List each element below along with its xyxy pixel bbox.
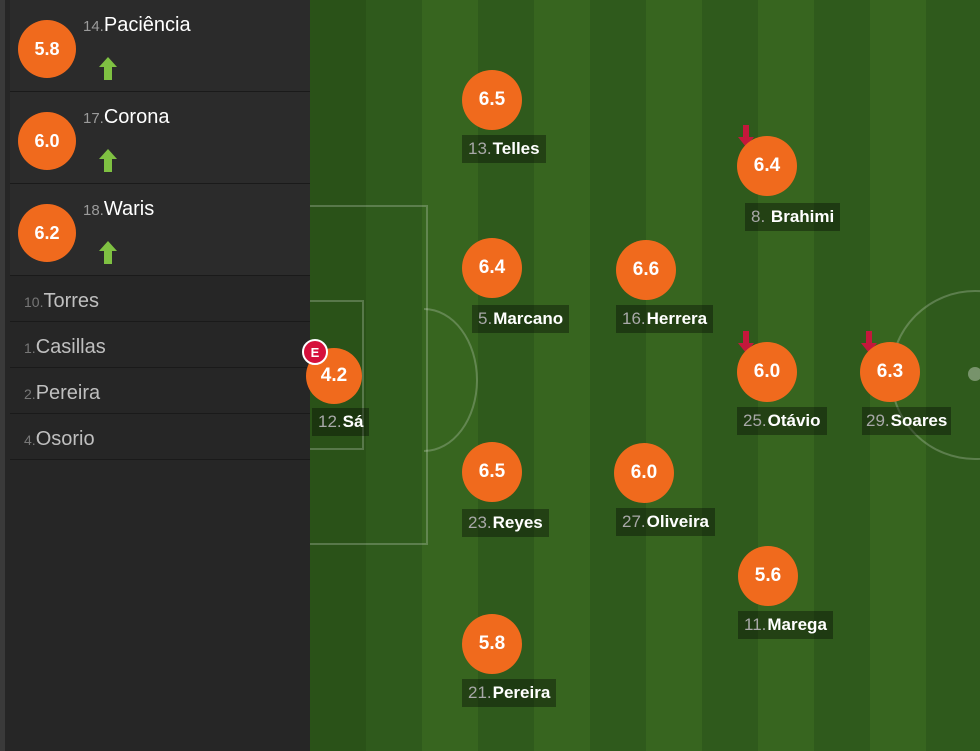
player-name: Brahimi: [770, 207, 835, 226]
player-number: 1.: [24, 340, 36, 356]
pitch-stripe: [534, 0, 590, 751]
player-name: Pereira: [492, 683, 551, 702]
player-name: Reyes: [492, 513, 543, 532]
bench-row[interactable]: 10.Torres: [10, 276, 315, 322]
player-number: 12.: [318, 412, 342, 431]
player-name[interactable]: Corona: [103, 106, 170, 128]
pitch-stripe: [646, 0, 702, 751]
arrow-up-icon: [99, 57, 117, 80]
player-number: 5.: [478, 309, 493, 328]
player-name: Soares: [890, 411, 948, 430]
player-name[interactable]: Paciência: [103, 14, 191, 36]
player-number: 13.: [468, 139, 492, 158]
goal-area: [310, 300, 364, 450]
player-number: 23.: [468, 513, 492, 532]
rating-badge: 6.2: [18, 204, 76, 262]
player-number: 16.: [622, 309, 646, 328]
bench-row[interactable]: 2.Pereira: [10, 368, 315, 414]
player-name: Herrera: [646, 309, 708, 328]
rating-badge: 6.0: [614, 443, 674, 503]
player-number: 21.: [468, 683, 492, 702]
player-number: 27.: [622, 512, 646, 531]
rating-badge: 6.0: [737, 342, 797, 402]
rating-badge: 6.5: [462, 70, 522, 130]
arrow-up-icon: [99, 241, 117, 264]
player-name: Marcano: [493, 309, 564, 328]
substitute-row[interactable]: 6.0 17.Corona: [10, 92, 315, 184]
error-badge: E: [302, 339, 328, 365]
player-number: 4.: [24, 432, 36, 448]
player-name: Marega: [767, 615, 827, 634]
player-number: 29.: [866, 411, 890, 430]
rating-badge: 6.0: [18, 112, 76, 170]
player-number: 10.: [24, 294, 44, 310]
rating-badge: 6.4: [737, 136, 797, 196]
player-name[interactable]: Osorio: [35, 428, 95, 450]
bench-row[interactable]: 1.Casillas: [10, 322, 315, 368]
substitute-row[interactable]: 6.2 18.Waris: [10, 184, 315, 276]
player-number: 18.: [83, 202, 104, 219]
player-number: 2.: [24, 386, 36, 402]
player-name: Sá: [342, 412, 364, 431]
rating-badge: 5.6: [738, 546, 798, 606]
player-name[interactable]: Pereira: [35, 382, 101, 404]
rating-badge: 5.8: [462, 614, 522, 674]
substitutes-panel: 5.8 14.Paciência 6.0 17.Corona 6.2 18.Wa…: [0, 0, 315, 751]
player-number: 14.: [83, 18, 104, 35]
arrow-up-icon: [99, 149, 117, 172]
bench-row[interactable]: 4.Osorio: [10, 414, 315, 460]
player-name[interactable]: Torres: [43, 290, 100, 312]
player-name: Otávio: [767, 411, 821, 430]
player-number: 25.: [743, 411, 767, 430]
player-number: 8.: [751, 207, 766, 226]
player-name[interactable]: Waris: [103, 198, 155, 220]
rating-badge: 6.6: [616, 240, 676, 300]
rating-badge: 5.8: [18, 20, 76, 78]
player-name: Oliveira: [646, 512, 710, 531]
player-name[interactable]: Casillas: [35, 336, 106, 358]
substitute-row[interactable]: 5.8 14.Paciência: [10, 0, 315, 92]
center-spot: [968, 367, 980, 381]
rating-badge: 6.5: [462, 442, 522, 502]
rating-badge: 6.4: [462, 238, 522, 298]
player-name: Telles: [492, 139, 540, 158]
player-number: 17.: [83, 110, 104, 127]
rating-badge: 6.3: [860, 342, 920, 402]
player-number: 11.: [744, 615, 767, 634]
